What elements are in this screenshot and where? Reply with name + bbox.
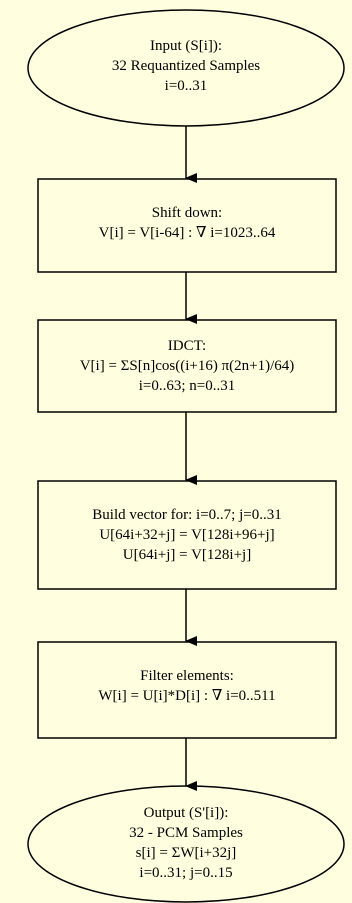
filter-label-line-1: Filter elements:: [140, 668, 234, 684]
shift-box: [37, 178, 337, 273]
build-label-line-1: Build vector for: i=0..7; j=0..31: [92, 507, 282, 523]
output-label-line-2: 32 - PCM Samples: [129, 825, 243, 841]
shift-label-line-1: Shift down:: [151, 205, 223, 221]
output-label-line-4: i=0..31; j=0..15: [139, 865, 233, 881]
output-label-line-1: Output (S'[i]):: [143, 805, 229, 821]
input-label-line-3: i=0..31: [164, 78, 208, 94]
output-label-line-3: s[i] = ΣW[i+32j]: [135, 845, 237, 861]
build-label-line-2: U[64i+32+j] = V[128i+96+j]: [99, 527, 275, 543]
idct-box: [37, 319, 337, 413]
build-box: [37, 480, 337, 590]
filter-box: [37, 641, 337, 739]
filter-label: Filter elements: W[i] = U[i]*D[i] : ∇ i=…: [38, 666, 336, 706]
idct-label: IDCT: V[i] = ΣS[n]cos((i+16) π(2n+1)/64)…: [38, 336, 336, 396]
input-label-line-1: Input (S[i]):: [149, 38, 223, 54]
build-label: Build vector for: i=0..7; j=0..31 U[64i+…: [38, 505, 336, 565]
build-label-line-3: U[64i+j] = V[128i+j]: [122, 547, 252, 563]
idct-label-line-2: V[i] = ΣS[n]cos((i+16) π(2n+1)/64): [79, 358, 295, 374]
input-label: Input (S[i]): 32 Requantized Samples i=0…: [36, 36, 336, 96]
output-ellipse: [27, 785, 345, 903]
input-label-line-2: 32 Requantized Samples: [111, 58, 261, 74]
filter-label-line-2: W[i] = U[i]*D[i] : ∇ i=0..511: [98, 688, 276, 704]
idct-label-line-1: IDCT:: [167, 338, 207, 354]
output-label: Output (S'[i]): 32 - PCM Samples s[i] = …: [36, 803, 336, 883]
shift-label: Shift down: V[i] = V[i-64] : ∇ i=1023..6…: [38, 203, 336, 243]
shift-label-line-2: V[i] = V[i-64] : ∇ i=1023..64: [98, 225, 276, 241]
idct-label-line-3: i=0..63; n=0..31: [138, 378, 236, 394]
